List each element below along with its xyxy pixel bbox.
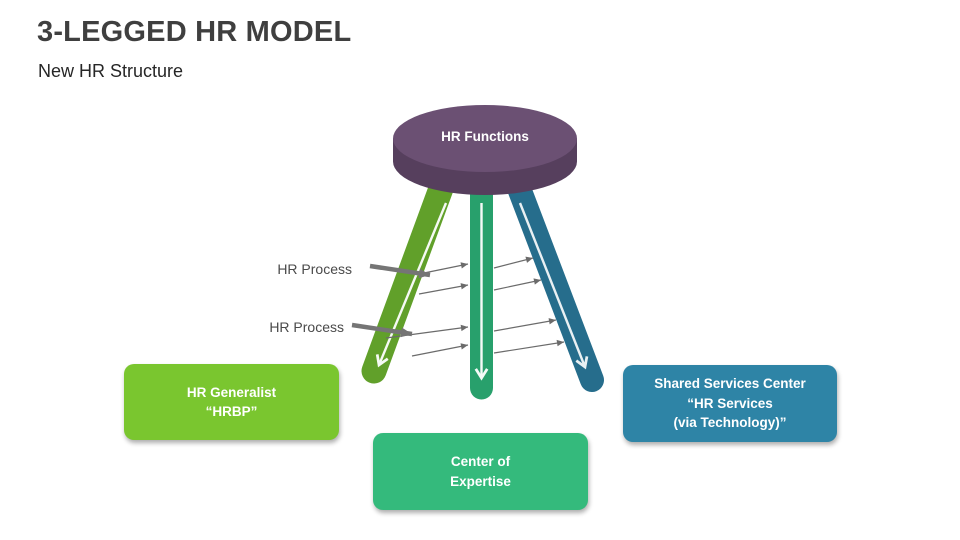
- flow-arrow-left-1: [423, 262, 469, 274]
- flow-arrow-right-3: [493, 318, 557, 332]
- seat-top: [393, 105, 577, 172]
- box-shared-services-line-2: “HR Services: [687, 395, 773, 411]
- box-center-of-expertise-line-1: Center of: [450, 454, 511, 469]
- box-shared-services: Shared Services Center “HR Services (via…: [623, 365, 837, 442]
- flow-arrow-right-2: [493, 278, 542, 291]
- seat-label: HR Functions: [441, 129, 529, 144]
- box-shared-services-line-1: Shared Services Center: [654, 376, 806, 392]
- hr-process-pointer-arrow-1: [369, 263, 431, 279]
- box-hr-generalist: HR Generalist “HRBP”: [124, 364, 339, 440]
- hr-process-pointer-arrow-2: [351, 322, 413, 338]
- page-title: 3-LEGGED HR MODEL: [37, 16, 352, 48]
- flow-arrow-left-3: [385, 324, 469, 339]
- box-center-of-expertise: Center of Expertise: [373, 433, 588, 510]
- box-hr-generalist-line-1: HR Generalist: [186, 384, 277, 400]
- flow-arrow-left-2: [418, 283, 469, 295]
- box-shared-services-line-3: (via Technology)”: [673, 415, 787, 431]
- leg-right-down-arrow-icon: [518, 202, 589, 370]
- flow-arrow-left-4: [411, 343, 469, 357]
- hr-process-label-2: HR Process: [269, 319, 344, 335]
- leg-left-down-arrow-icon: [375, 202, 448, 368]
- process-flow-arrows: [385, 256, 565, 357]
- flow-arrow-right-4: [493, 339, 565, 354]
- stool-leg-left: [361, 170, 456, 384]
- page-subtitle: New HR Structure: [38, 61, 184, 81]
- box-center-of-expertise-line-2: Expertise: [450, 473, 511, 489]
- box-hr-generalist-line-2: “HRBP”: [205, 404, 258, 419]
- hr-process-label-1: HR Process: [277, 261, 352, 277]
- stool-leg-right: [505, 171, 604, 392]
- flow-arrow-right-1: [493, 256, 534, 269]
